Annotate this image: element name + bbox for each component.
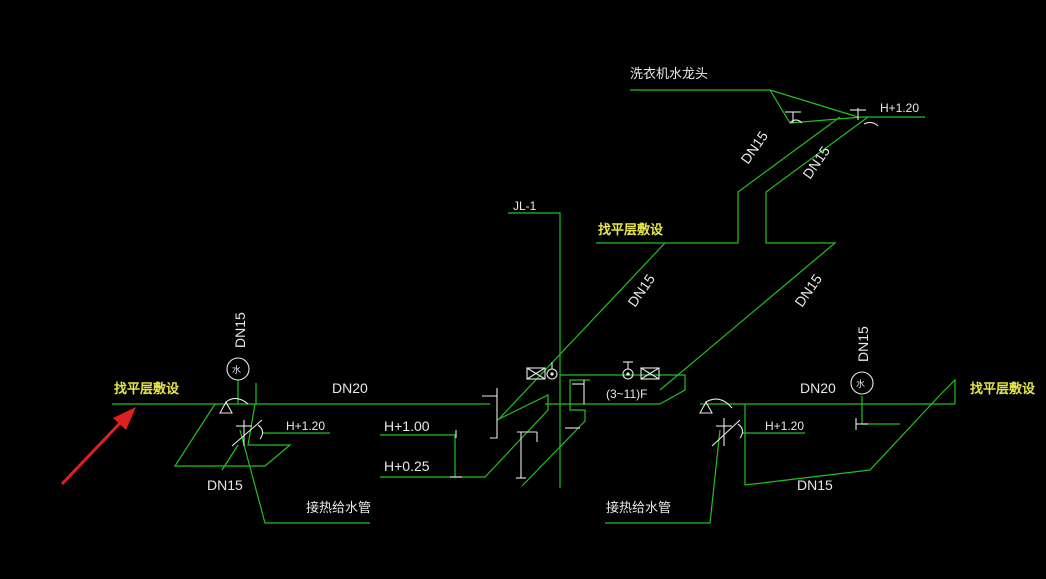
centre-dn15-diagonal [497,116,841,421]
left-mixer-fixture-icon [219,397,264,447]
left-water-meter-icon [226,357,250,381]
h120-top-label: H+1.20 [880,101,919,115]
right-hot-supply [605,429,721,524]
right-meter-symbol: 水 [856,378,865,389]
left-dn15-inner [221,444,239,471]
right-dn15-loop [744,394,941,486]
dn20-left-label: DN20 [332,380,368,396]
right-riser-diagonal [939,378,956,404]
dn15-mid-a-label: DN15 [624,271,658,310]
centre-valve-run [560,374,686,405]
centre-valve-pair-right [622,361,660,380]
right-mixer-fixture-icon [699,398,744,447]
dn20-right-label: DN20 [800,380,836,396]
dn15-right-bottom-label: DN15 [797,477,833,493]
floor-left-label: 找平层敷设 [114,381,180,397]
h120-left-label: H+1.20 [286,419,325,433]
dn15-right-vert-label: DN15 [855,326,871,362]
h100-label: H+1.00 [384,418,430,434]
pointer-arrow-icon [60,407,136,486]
centre-taps [450,380,585,479]
dn15-top-a-label: DN15 [737,128,771,167]
washer-sub [769,89,859,118]
annotations: 洗衣机水龙头 H+1.20 DN15 DN15 JL-1 找平层敷设 DN15 … [114,66,1036,516]
right-riser-tap [855,418,868,430]
floors-range-label: (3~11)F [606,387,647,401]
riser-jl1 [508,212,561,488]
hot-left-label: 接热给水管 [306,500,371,516]
right-water-meter-icon [850,371,874,395]
left-dn15-loop [173,403,292,467]
washer-tap-label: 洗衣机水龙头 [630,66,708,82]
floor-right-label: 找平层敷设 [970,381,1036,397]
jl1-label: JL-1 [513,199,537,213]
h120-right-label: H+1.20 [765,419,804,433]
fixtures [219,108,879,479]
h025-label: H+0.25 [384,458,430,474]
centre-lower-branch-a [455,394,549,478]
centre-dn15-diagonal-b [659,116,869,391]
h100-leader [380,434,456,477]
centre-lower-branch-b [521,379,590,487]
dn15-top-b-label: DN15 [799,143,833,182]
centre-valve-pair-left [526,362,558,380]
washer-valve-left [785,111,803,124]
dn15-mid-b-label: DN15 [791,271,825,310]
dn15-left-vert-label: DN15 [232,312,248,348]
washer-valve-right [850,108,879,127]
left-hot-supply [239,429,370,524]
hot-right-label: 接热给水管 [606,500,671,516]
dn15-left-bottom-label: DN15 [207,477,243,493]
left-meter-symbol: 水 [232,364,241,375]
floor-centre-label: 找平层敷设 [598,222,664,238]
